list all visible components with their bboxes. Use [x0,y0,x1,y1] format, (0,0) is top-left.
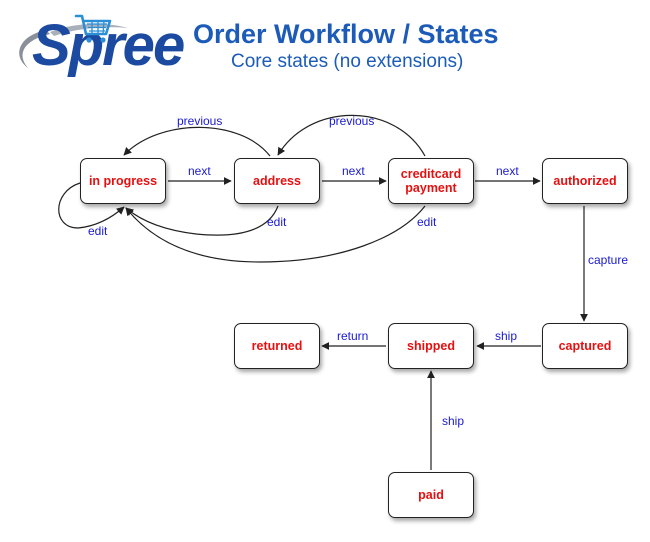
edge-label-ship: ship [442,414,465,428]
state-label: returned [251,339,303,353]
edge-label-edit: edit [88,224,108,238]
state-label: creditcard payment [400,167,462,195]
edge-label-next: next [496,164,519,178]
edge-label-previous: previous [177,114,223,128]
arrow-edit-3 [125,205,426,263]
state-address: address [234,158,320,204]
edge-label-next: next [342,164,365,178]
state-label: shipped [407,339,455,353]
state-label: address [253,174,301,188]
arrow-edit-2 [125,205,279,236]
state-returned: returned [234,323,320,369]
edge-label-edit: edit [267,215,287,229]
arrow-edit-1 [58,182,125,229]
edge-label-ship: ship [495,329,518,343]
state-label: captured [558,339,612,353]
state-label: paid [418,488,444,502]
state-authorized: authorized [542,158,628,204]
state-captured: captured [542,323,628,369]
state-label: in progress [88,174,158,188]
edge-label-next: next [188,164,211,178]
edge-label-capture: capture [588,253,629,267]
spree-logo: Spree [6,8,185,80]
edge-label-previous: previous [329,114,375,128]
arrow-previous-1 [123,126,271,157]
edge-label-edit: edit [417,215,437,229]
edge-label-return: return [337,329,369,343]
state-in-progress: in progress [80,158,166,204]
state-creditcard-payment: creditcard payment [388,158,474,204]
state-shipped: shipped [388,323,474,369]
page-subtitle: Core states (no extensions) [231,51,464,72]
state-paid: paid [388,472,474,518]
arrow-previous-2 [277,114,426,157]
page-title: Order Workflow / States [193,19,499,49]
state-label: authorized [553,174,617,188]
shopping-cart-icon [74,14,112,43]
